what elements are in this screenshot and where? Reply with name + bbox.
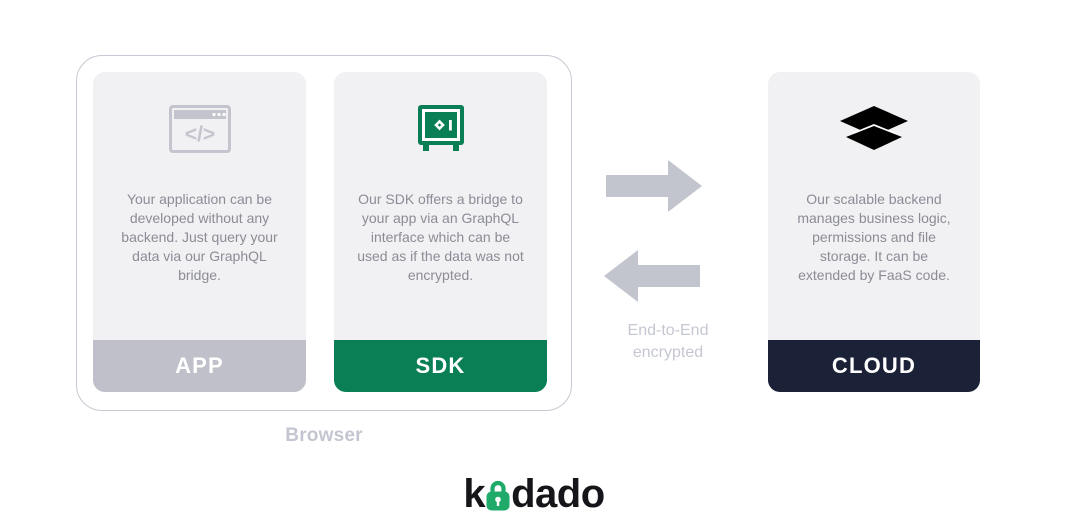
- brand-logo: k dado: [0, 472, 1068, 517]
- arrow-right-icon: [596, 160, 740, 212]
- card-sdk: Our SDK offers a bridge to your app via …: [334, 72, 547, 392]
- connector-group: End-to-End encrypted: [596, 160, 740, 364]
- layers-icon: [840, 105, 908, 157]
- arrow-left-icon: [596, 250, 740, 302]
- card-cloud: Our scalable backend manages business lo…: [768, 72, 980, 392]
- svg-text:</>: </>: [184, 123, 214, 146]
- padlock-icon: [485, 478, 511, 512]
- code-window-icon: </>: [168, 104, 231, 158]
- brand-logo-suffix: dado: [511, 472, 605, 516]
- safe-vault-icon: [416, 103, 466, 160]
- card-cloud-description: Our scalable backend manages business lo…: [797, 191, 951, 283]
- card-app-footer-label: APP: [93, 340, 306, 392]
- browser-label: Browser: [285, 425, 363, 446]
- card-app-icon-wrap: </>: [93, 72, 306, 190]
- connector-caption: End-to-End encrypted: [596, 320, 740, 364]
- brand-logo-text: k dado: [463, 472, 605, 517]
- card-cloud-icon-wrap: [768, 72, 980, 190]
- card-app: </> Your application can be developed wi…: [93, 72, 306, 392]
- card-cloud-footer-label: CLOUD: [768, 340, 980, 392]
- connector-caption-line1: End-to-End: [627, 322, 709, 339]
- brand-logo-prefix: k: [463, 472, 486, 516]
- connector-caption-line2: encrypted: [632, 344, 704, 361]
- card-sdk-description: Our SDK offers a bridge to your app via …: [357, 191, 524, 283]
- card-sdk-icon-wrap: [334, 72, 547, 190]
- card-app-description: Your application can be developed withou…: [121, 191, 278, 283]
- card-sdk-footer-label: SDK: [334, 340, 547, 392]
